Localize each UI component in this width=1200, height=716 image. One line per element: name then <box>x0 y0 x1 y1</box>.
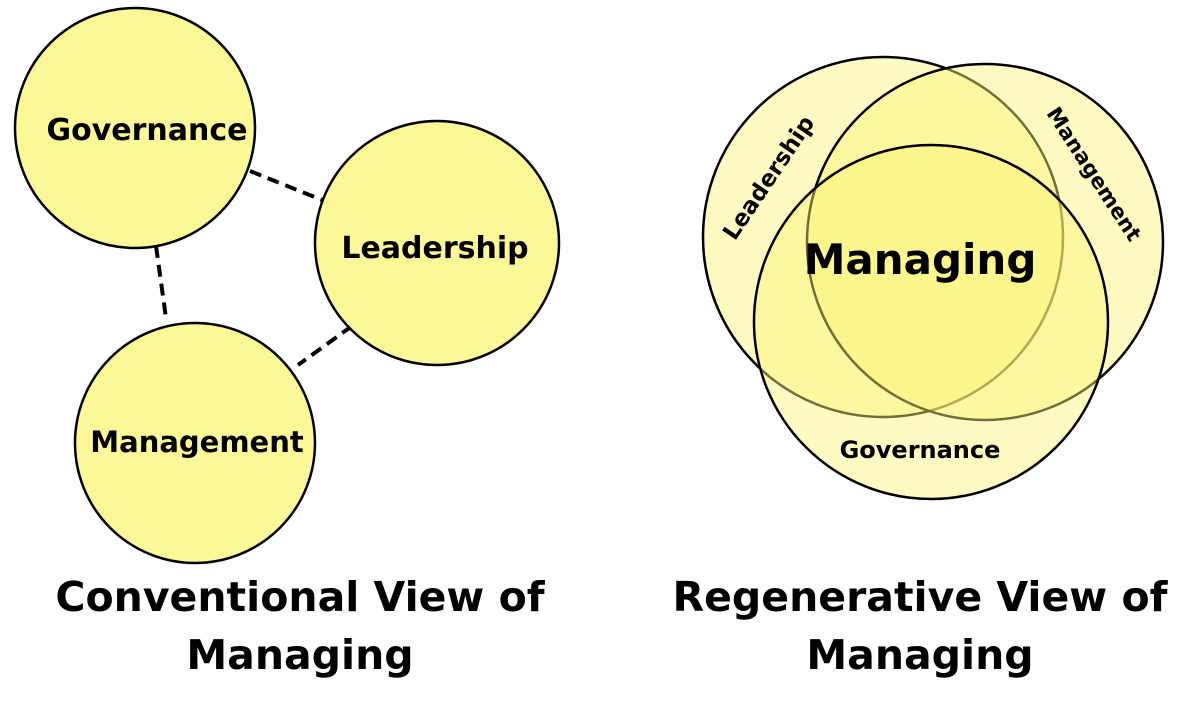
connector-governance-leadership <box>249 169 323 202</box>
management-label: Management <box>90 425 304 459</box>
venn-center-label: Managing <box>804 235 1037 284</box>
venn-governance-circle <box>752 143 1110 501</box>
regenerative-view-caption: Regenerative View of Managing <box>640 568 1200 684</box>
conventional-caption-line2: Managing <box>186 631 414 679</box>
venn-governance-label: Governance <box>840 436 1001 464</box>
conventional-caption-line1: Conventional View of <box>55 573 545 621</box>
leadership-circle <box>313 119 561 367</box>
regenerative-caption-line2: Managing <box>806 631 1034 679</box>
venn-leadership-circle <box>701 55 1065 419</box>
management-circle <box>73 321 317 565</box>
conventional-view-caption: Conventional View of Managing <box>40 568 560 684</box>
governance-circle <box>13 6 257 250</box>
connector-leadership-management <box>296 324 354 367</box>
venn-management-circle <box>805 62 1165 422</box>
governance-label: Governance <box>46 113 247 148</box>
leadership-label: Leadership <box>341 231 528 266</box>
regenerative-caption-line1: Regenerative View of <box>672 573 1168 621</box>
connector-governance-management <box>154 245 168 319</box>
